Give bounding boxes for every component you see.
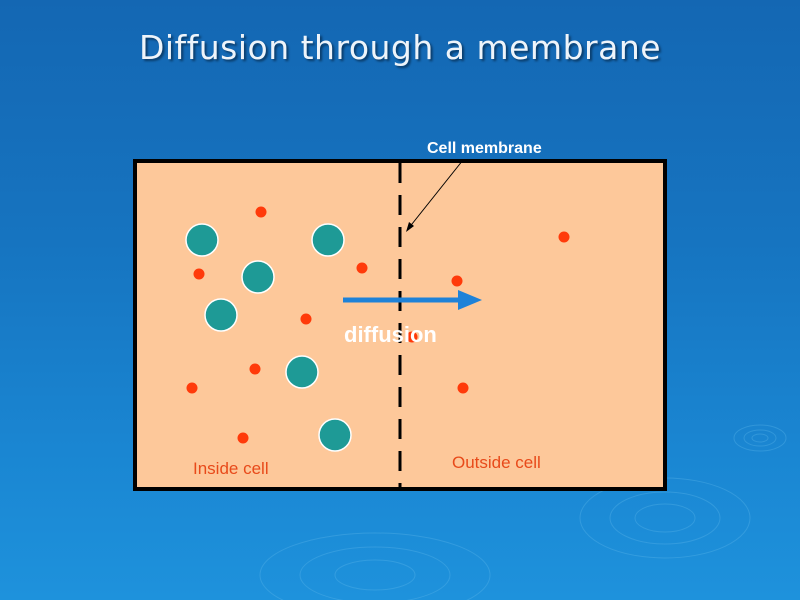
- small-particle: [249, 363, 261, 375]
- large-particle: [241, 260, 275, 294]
- large-particle: [185, 223, 219, 257]
- large-particle: [204, 298, 238, 332]
- cell-membrane-label: Cell membrane: [427, 140, 542, 157]
- small-particle: [193, 268, 205, 280]
- small-particle: [186, 382, 198, 394]
- diffusion-label: diffusion: [344, 322, 437, 347]
- diffusion-arrow: [343, 290, 482, 310]
- small-particle: [406, 331, 418, 343]
- large-particle: [285, 355, 319, 389]
- outside-cell-label: Outside cell: [452, 453, 541, 472]
- small-particles: [186, 206, 570, 444]
- small-particle: [558, 231, 570, 243]
- large-particle: [311, 223, 345, 257]
- small-particle: [457, 382, 469, 394]
- large-particle: [318, 418, 352, 452]
- small-particle: [356, 262, 368, 274]
- membrane-pointer-arrowhead: [406, 222, 414, 232]
- small-particle: [237, 432, 249, 444]
- slide-title: Diffusion through a membrane: [138, 28, 662, 67]
- small-particle: [255, 206, 267, 218]
- small-particle: [300, 313, 312, 325]
- large-particles: [185, 223, 352, 452]
- inside-cell-label: Inside cell: [193, 459, 269, 478]
- water-ripple-decoration: [259, 424, 787, 600]
- membrane-pointer-line: [407, 159, 464, 230]
- small-particle: [451, 275, 463, 287]
